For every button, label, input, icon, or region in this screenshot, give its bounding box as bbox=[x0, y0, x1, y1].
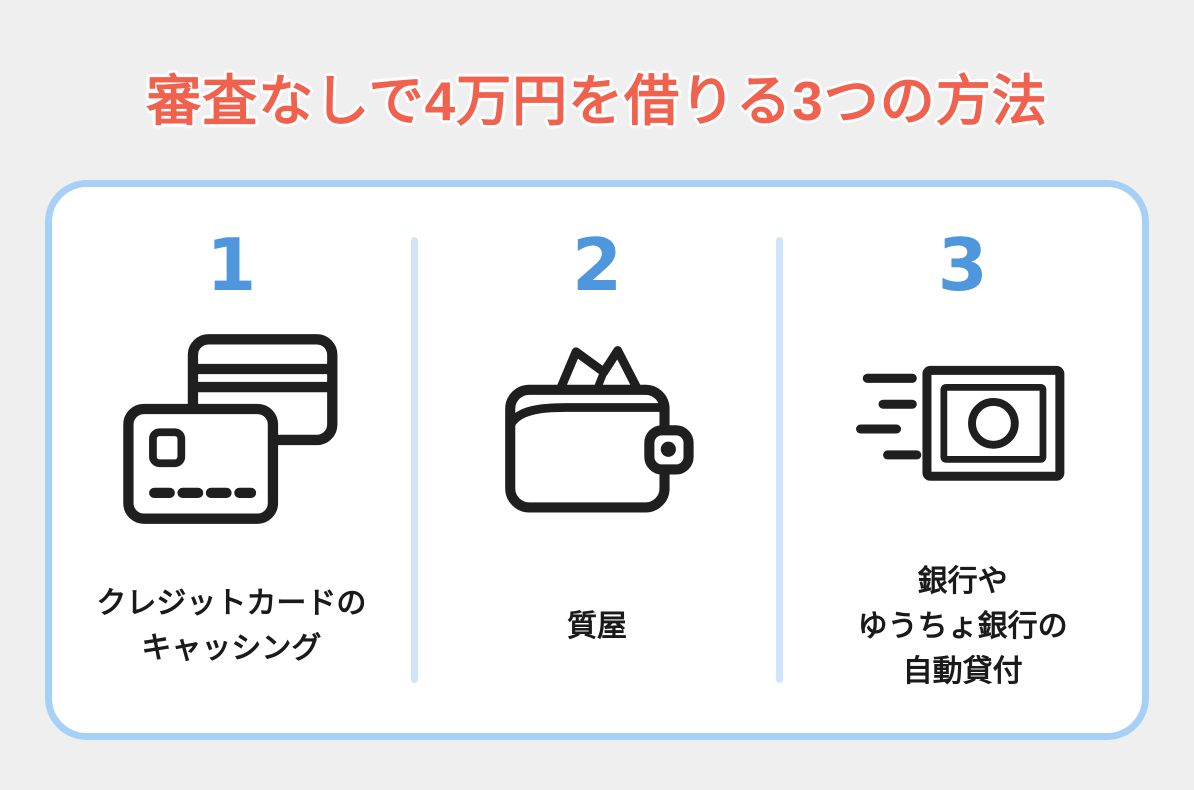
method-number: 3 bbox=[937, 223, 988, 307]
method-number: 2 bbox=[571, 223, 623, 307]
page-title: 審査なしで4万円を借りる3つの方法 bbox=[146, 70, 1048, 132]
method-number: 1 bbox=[206, 223, 257, 307]
method-label: クレジットカードの キャッシング bbox=[96, 587, 367, 665]
method-column-3: 3 銀行や ゆうちょ銀行の 自動貸付 bbox=[783, 187, 1142, 733]
method-label: 質屋 bbox=[567, 609, 627, 643]
method-label: 銀行や ゆうちょ銀行の 自動貸付 bbox=[857, 564, 1068, 688]
banknote-icon bbox=[855, 313, 1070, 545]
wallet-icon bbox=[490, 313, 705, 545]
methods-card: 1 クレジットカードの キャッシング 2 bbox=[45, 180, 1149, 740]
method-column-2: 2 質屋 bbox=[418, 187, 777, 733]
column-divider bbox=[410, 237, 418, 683]
credit-card-icon bbox=[118, 313, 344, 545]
method-column-1: 1 クレジットカードの キャッシング bbox=[52, 187, 411, 733]
column-divider bbox=[776, 237, 784, 683]
